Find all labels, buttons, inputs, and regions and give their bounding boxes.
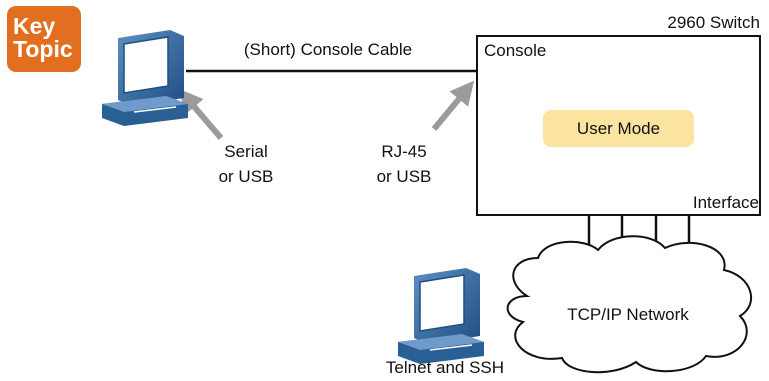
remote-access-label: Telnet and SSH <box>385 358 505 377</box>
switch-port-line1: RJ-45 <box>381 142 427 161</box>
interface-label: Interface <box>692 193 759 212</box>
console-cable-label: (Short) Console Cable <box>243 40 413 59</box>
switch-port-line2: or USB <box>376 167 432 186</box>
pc-port-line2: or USB <box>218 167 274 186</box>
network-label: TCP/IP Network <box>567 305 689 324</box>
key-topic-line2: Topic <box>13 36 73 62</box>
remote-pc-icon <box>398 268 484 364</box>
serial-port-arrow <box>178 88 224 140</box>
network-cloud <box>506 235 753 374</box>
rj45-port-arrow <box>431 80 475 131</box>
user-mode-box: User Mode <box>543 110 694 147</box>
console-label: Console <box>484 41 547 60</box>
key-topic-badge: Key Topic <box>7 6 81 72</box>
console-pc-icon <box>102 30 188 126</box>
key-topic-line1: Key <box>13 13 56 39</box>
pc-port-line1: Serial <box>224 142 268 161</box>
switch-title: 2960 Switch <box>667 13 760 32</box>
